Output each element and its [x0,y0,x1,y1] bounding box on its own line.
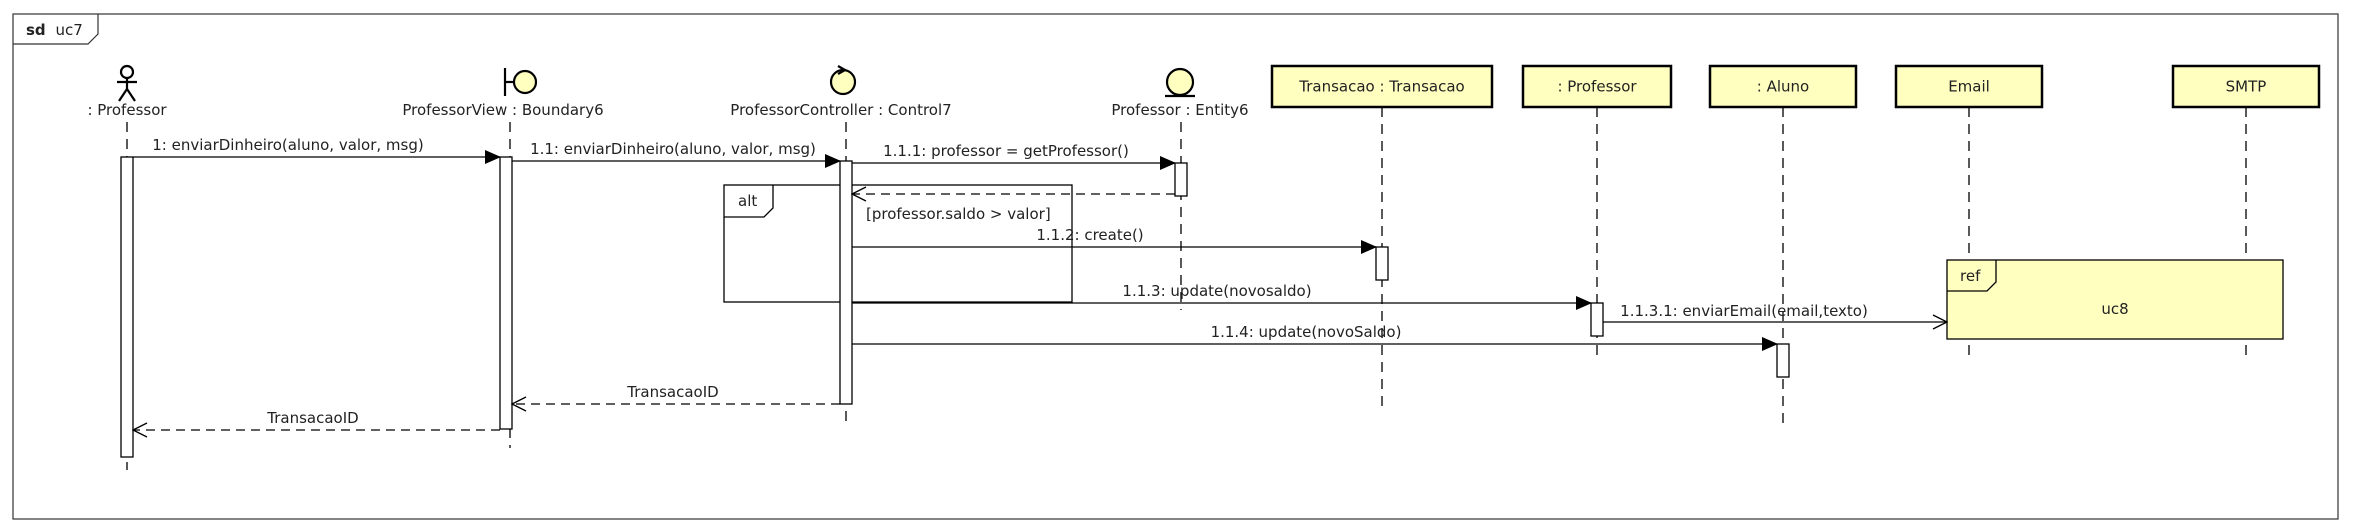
lifeline-transacao[interactable]: Transacao : Transacao [1270,64,1494,109]
message-1-1-1[interactable]: 1.1.1: professor = getProfessor() [852,142,1176,170]
control-icon [829,65,857,96]
actor-icon [117,64,137,102]
message-label: TransacaoID [626,383,718,401]
message-label: 1: enviarDinheiro(aluno, valor, msg) [152,136,424,154]
ref-target: uc8 [2101,300,2128,318]
lifeline-label: : Professor [1557,78,1637,96]
message-return-transacaoid-view[interactable]: TransacaoID [133,409,500,430]
lifeline-label: SMTP [2226,78,2267,96]
lifeline-professor-entity[interactable]: Professor : Entity6 [1111,67,1249,119]
message-label: 1.1.1: professor = getProfessor() [883,142,1129,160]
message-label: 1.1.3: update(novosaldo) [1122,282,1311,300]
ref-operator: ref [1960,267,1981,285]
ref-fragment-uc8[interactable]: ref uc8 [1946,259,2284,340]
lifeline-smtp[interactable]: SMTP [2171,64,2321,109]
lifeline-professor-actor[interactable]: : Professor [87,64,167,119]
sequence-diagram-frame: sd uc7 [12,13,2339,520]
lifeline-label: : Professor [87,101,167,119]
lifeline-professor-object[interactable]: : Professor [1521,64,1673,109]
lifeline-label: ProfessorView : Boundary6 [402,101,603,119]
message-1-1-2[interactable]: 1.1.2: create() [852,226,1377,254]
lifeline-label: Transacao : Transacao [1298,78,1464,96]
lifeline-label: : Aluno [1757,78,1809,96]
lifeline-professor-view[interactable]: ProfessorView : Boundary6 [402,68,604,119]
lifeline-label: Email [1948,78,1990,96]
alt-fragment: alt [723,184,1073,303]
svg-text:sd uc7: sd uc7 [26,21,83,39]
message-1-1[interactable]: 1.1: enviarDinheiro(aluno, valor, msg) [512,140,841,168]
lifeline-professor-controller[interactable]: ProfessorController : Control7 [730,65,952,119]
message-1-1-3-1[interactable]: 1.1.3.1: enviarEmail(email,texto) [1603,302,1947,322]
lifeline-label: Professor : Entity6 [1111,101,1248,119]
activation-bars [120,156,1790,458]
alt-operator: alt [738,192,757,210]
frame-name: uc7 [55,21,82,39]
lifeline-email[interactable]: Email [1894,64,2044,109]
message-return-transacaoid-controller[interactable]: TransacaoID [512,383,840,404]
message-1[interactable]: 1: enviarDinheiro(aluno, valor, msg) [133,136,501,164]
message-label: 1.1.2: create() [1036,226,1143,244]
message-1-1-4[interactable]: 1.1.4: update(novoSaldo) [852,323,1778,351]
message-label: TransacaoID [266,409,358,427]
lifeline-label: ProfessorController : Control7 [730,101,951,119]
alt-guard: [professor.saldo > valor] [866,205,1051,223]
message-label: 1.1: enviarDinheiro(aluno, valor, msg) [530,140,816,158]
message-1-1-3[interactable]: 1.1.3: update(novosaldo) [852,282,1592,310]
message-label: 1.1.3.1: enviarEmail(email,texto) [1620,302,1868,320]
message-label: 1.1.4: update(novoSaldo) [1211,323,1402,341]
entity-icon [1165,67,1195,98]
lifeline-aluno[interactable]: : Aluno [1708,64,1858,109]
frame-keyword: sd [26,21,46,39]
boundary-icon [503,68,538,96]
